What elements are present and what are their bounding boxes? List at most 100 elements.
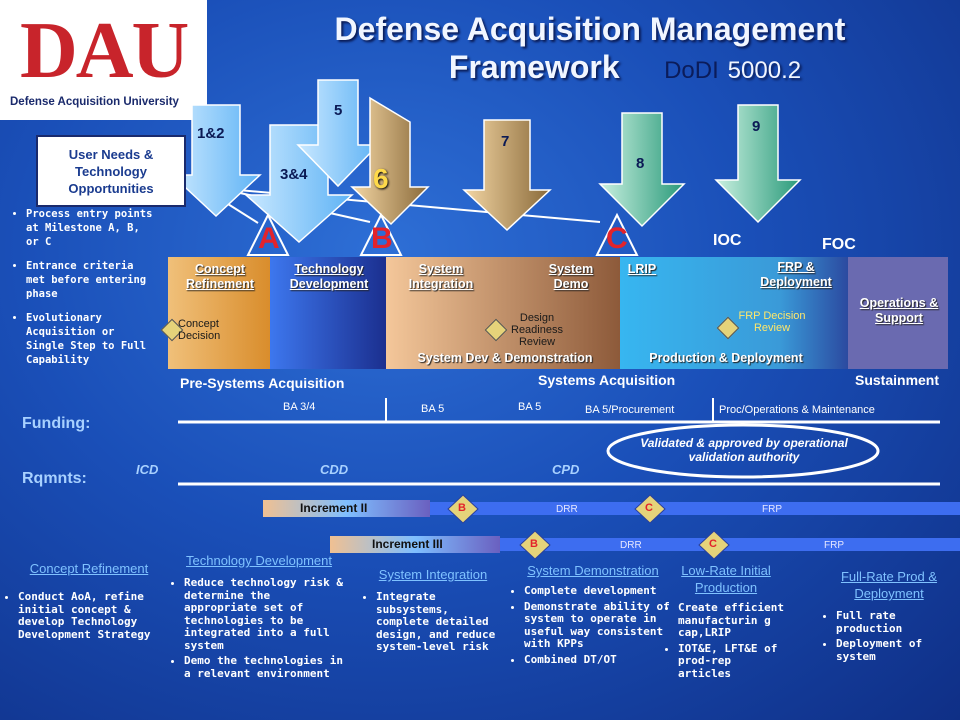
column-full-rate: Full-Rate Prod & Deployment Full rate pr…	[822, 568, 956, 666]
column-item: Full rate production	[836, 609, 956, 635]
phase-sdd-band	[386, 257, 620, 369]
systems-acquisition-label: Systems Acquisition	[538, 372, 676, 388]
column-header: Full-Rate Prod & Deployment	[840, 569, 938, 601]
entry-bullet: Evolutionary Acquisition or Single Step …	[26, 311, 158, 367]
pre-systems-label: Pre-Systems Acquisition	[180, 375, 345, 391]
entry-arrow-1and2	[170, 104, 262, 218]
funding-ba5-b: BA 5	[518, 401, 542, 413]
increment-3-drr: DRR	[620, 540, 642, 551]
rqmnts-icd: ICD	[136, 462, 159, 477]
increment-2-c: C	[645, 502, 653, 514]
arrow-label-5: 5	[334, 102, 343, 119]
validated-text: Validated & approved by operational vali…	[640, 436, 848, 464]
increment-2-bar	[263, 500, 430, 517]
phase-system-integration: System Integration	[408, 262, 474, 291]
funding-proc-om: Proc/Operations & Maintenance	[719, 404, 875, 416]
entry-arrow-8	[598, 112, 686, 228]
phase-concept-band	[168, 257, 270, 369]
phase-techdev-band	[270, 257, 386, 369]
milestone-a: A	[258, 222, 280, 255]
rqmnts-cdd: CDD	[320, 462, 349, 477]
arrow-label-8: 8	[636, 155, 645, 172]
column-header: Low-Rate Initial Production	[681, 563, 771, 595]
increment-3-label: Increment III	[372, 537, 443, 551]
column-item: IOT&E, LFT&E of prod-rep articles	[678, 642, 788, 681]
milestone-b-triangle	[359, 212, 403, 256]
title-line1: Defense Acquisition Management	[334, 11, 846, 47]
funding-ba5-a: BA 5	[421, 403, 445, 415]
column-header: System Integration	[378, 567, 488, 582]
title-dodi: DoDI	[664, 57, 719, 84]
column-item: Integrate subsystems, complete detailed …	[376, 590, 504, 654]
funding-label: Funding:	[22, 415, 91, 432]
phase-concept-refinement: Concept Refinement	[185, 262, 255, 291]
column-item: Reduce technology risk & determine the a…	[184, 576, 348, 652]
increment-3-b: B	[530, 538, 538, 550]
increment-3-track	[500, 538, 960, 551]
column-system-demonstration: System Demonstration Complete developmen…	[510, 562, 676, 669]
funding-ba34: BA 3/4	[283, 401, 316, 413]
increment-3-c: C	[709, 538, 717, 550]
column-item: Deployment of system	[836, 637, 956, 663]
arrow-label-3and4: 3&4	[280, 166, 308, 183]
milestone-c-triangle	[595, 212, 639, 256]
increment-2-drr: DRR	[556, 504, 578, 515]
column-technology-development: Technology Development Reduce technology…	[170, 552, 348, 683]
logo-text: DAU	[20, 7, 189, 95]
entry-bullets: Process entry points at Milestone A, B, …	[10, 207, 158, 377]
entry-arrow-9	[714, 104, 802, 224]
column-lrip: Low-Rate Initial Production Create effic…	[664, 562, 788, 683]
arrow-label-1and2: 1&2	[197, 125, 225, 142]
arrow-label-9: 9	[752, 118, 761, 135]
phase-pd-band	[620, 257, 848, 369]
logo-subtitle: Defense Acquisition University	[10, 96, 179, 108]
concept-decision-label: Concept Decision	[178, 318, 221, 342]
column-item: Conduct AoA, refine initial concept & de…	[18, 590, 174, 641]
validated-ellipse	[606, 423, 880, 479]
funding-ba5-procurement: BA 5/Procurement	[585, 404, 675, 416]
phase-technology-development: Technology Development	[289, 262, 369, 291]
foc-label: FOC	[822, 236, 856, 253]
increment-3-bar	[330, 536, 500, 553]
title-line2-row: Framework DoDI 5000.2	[320, 48, 930, 90]
column-header: System Demonstration	[527, 563, 659, 578]
column-concept-refinement: Concept Refinement Conduct AoA, refine i…	[4, 560, 174, 644]
phase-operations-support: Operations & Support	[859, 296, 939, 325]
column-system-integration: System Integration Integrate subsystems,…	[362, 566, 504, 657]
phase-ops-band	[848, 257, 948, 369]
dau-logo: DAU Defense Acquisition University	[0, 0, 207, 120]
column-item: Create efficient manufacturin g cap,LRIP	[678, 601, 788, 640]
design-readiness-label: Design Readiness Review	[511, 312, 563, 348]
rqmnts-label: Rqmnts:	[22, 470, 87, 487]
sustainment-label: Sustainment	[855, 372, 940, 388]
phase-frp-deployment: FRP & Deployment	[760, 260, 832, 289]
increment-3-frp: FRP	[824, 540, 844, 551]
ioc-label: IOC	[713, 232, 742, 249]
increment-2-frp: FRP	[762, 504, 782, 515]
column-item: Demonstrate ability of system to operate…	[524, 600, 676, 651]
user-needs-box: User Needs & Technology Opportunities	[36, 135, 186, 207]
entry-arrow-7	[462, 119, 552, 232]
milestone-b: B	[371, 222, 393, 255]
column-item: Demo the technologies in a relevant envi…	[184, 654, 348, 680]
entry-arrow-5	[296, 79, 380, 188]
frp-decision-label: FRP Decision Review	[738, 310, 806, 334]
entry-bullet: Entrance criteria met before entering ph…	[26, 259, 158, 301]
milestone-c: C	[606, 222, 628, 255]
column-header: Technology Development	[186, 553, 332, 568]
phase-lrip: LRIP	[627, 262, 657, 276]
entry-arrow-6	[350, 96, 430, 226]
sdd-label: System Dev & Demonstration	[417, 351, 593, 365]
rqmnts-cpd: CPD	[552, 462, 580, 477]
arrow-label-7: 7	[501, 133, 510, 150]
entry-bullet: Process entry points at Milestone A, B, …	[26, 207, 158, 249]
title-line2: Framework	[448, 49, 620, 85]
arrow-label-6: 6	[373, 163, 389, 194]
increment-2-track	[430, 502, 960, 515]
pd-label: Production & Deployment	[649, 351, 803, 365]
page-title: Defense Acquisition Management Framework…	[250, 10, 930, 90]
column-item: Complete development	[524, 584, 676, 598]
phase-system-demo: System Demo	[548, 262, 594, 291]
column-header: Concept Refinement	[29, 561, 149, 576]
